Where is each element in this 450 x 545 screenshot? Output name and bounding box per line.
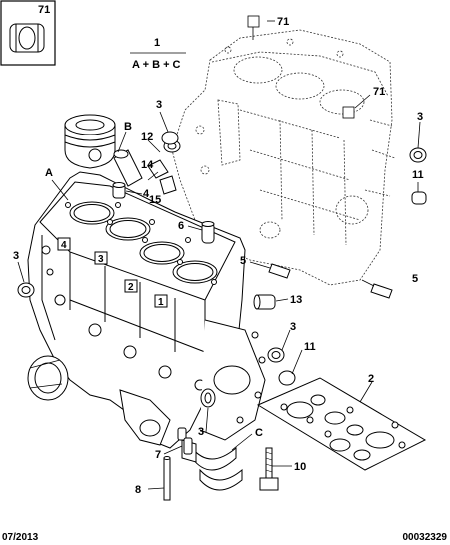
seal-plug-3-bottom	[200, 388, 216, 408]
bolt-10	[259, 447, 279, 491]
callout-C: C	[255, 427, 263, 439]
callout-14: 14	[141, 159, 154, 171]
target-71-right-icon	[342, 106, 355, 119]
callout-formula: A + B + C	[132, 59, 181, 71]
main-cylinder-block	[27, 171, 266, 449]
callout-4: 4	[143, 188, 150, 200]
piston-assembly	[64, 114, 116, 169]
callout-3-right: 3	[417, 111, 423, 123]
seal-plug-3-right	[409, 147, 427, 163]
gasket-set-2	[256, 377, 427, 471]
callout-8: 8	[135, 484, 141, 496]
cylinder-number-3: 3	[98, 254, 104, 265]
target-71-top-icon	[247, 15, 260, 40]
cylinder-number-2: 2	[128, 282, 134, 293]
dowel-5-mid	[268, 263, 291, 279]
dowel-6	[201, 221, 215, 244]
callout-3-top: 3	[156, 99, 162, 111]
callout-3-mid: 3	[290, 321, 296, 333]
stud-8	[163, 456, 171, 501]
callout-3-left: 3	[13, 250, 19, 262]
callout-11-right: 11	[412, 169, 424, 181]
callout-11-mid: 11	[304, 341, 316, 353]
jet-14-15	[147, 139, 181, 195]
callout-7: 7	[155, 449, 161, 461]
dowel-5-right	[370, 283, 393, 299]
seal-plug-3-top	[161, 131, 179, 145]
leader-lines	[17, 20, 421, 490]
seal-plug-3-mid	[267, 347, 285, 363]
callout-6: 6	[178, 220, 184, 232]
plug-11-right	[411, 191, 427, 205]
pin-7	[183, 437, 193, 455]
plug-11-mid	[278, 370, 296, 386]
callout-71-right: 71	[373, 86, 385, 98]
footer-date: 07/2013	[2, 532, 39, 543]
callout-2: 2	[368, 373, 374, 385]
bearing-shells-c	[177, 427, 243, 491]
inset-box-71: 71	[0, 0, 56, 66]
callout-5-mid: 5	[240, 255, 246, 267]
seal-plug-3-left	[17, 282, 35, 298]
callout-15: 15	[149, 194, 161, 206]
callout-A: A	[45, 167, 53, 179]
cylinder-number-4: 4	[61, 240, 67, 251]
callout-B: B	[124, 121, 132, 133]
callout-71-top: 71	[277, 16, 289, 28]
sleeve-insert-icon	[9, 23, 45, 53]
footer-reference-number: 00032329	[402, 532, 448, 543]
callout-12: 12	[141, 131, 153, 143]
callout-13: 13	[290, 294, 302, 306]
bushing-13	[253, 294, 276, 310]
oil-filter-housing	[27, 355, 69, 401]
callout-10: 10	[294, 461, 306, 473]
cylinder-number-1: 1	[158, 297, 164, 308]
rear-block-ghost	[171, 29, 396, 286]
piston-pin	[113, 149, 143, 187]
callout-5-right: 5	[412, 273, 418, 285]
callout-3-bottom: 3	[198, 426, 204, 438]
callout-71-inset: 71	[38, 4, 50, 16]
callout-1: 1	[154, 37, 160, 49]
small-plug-4	[112, 182, 126, 199]
